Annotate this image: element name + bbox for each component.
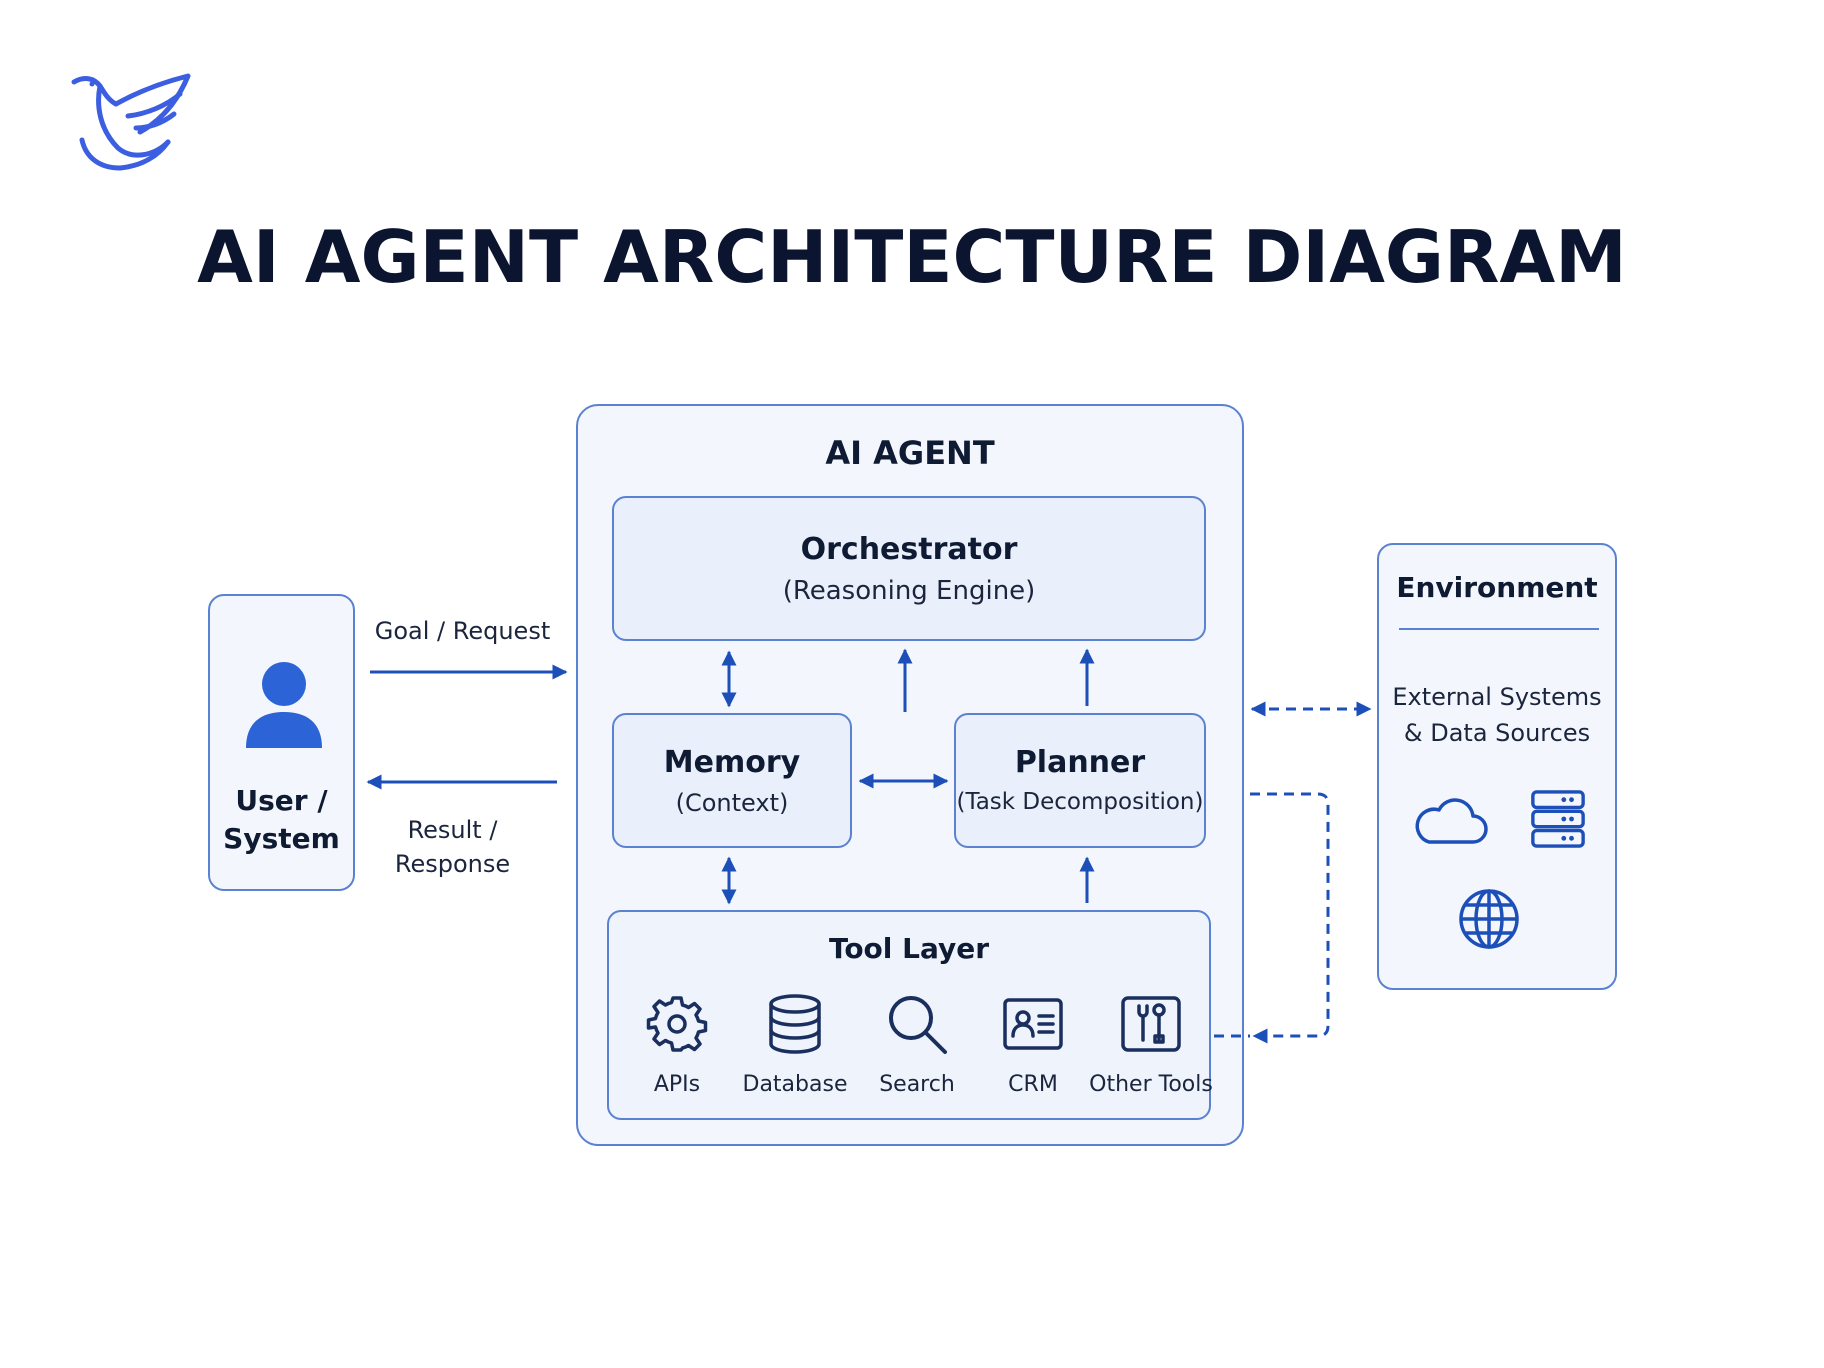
- environment-tool-dashed-arrow: [1250, 792, 1330, 1044]
- orchestrator-subtitle: (Reasoning Engine): [782, 576, 1036, 606]
- orchestrator-title: Orchestrator: [800, 532, 1018, 567]
- environment-title: Environment: [1396, 571, 1598, 604]
- result-response-label-line2: Response: [394, 850, 511, 878]
- planner-subtitle: (Task Decomposition): [956, 789, 1204, 815]
- memory-box: Memory (Context): [612, 713, 852, 848]
- tool-layer-title: Tool Layer: [828, 932, 990, 965]
- globe-icon: [1459, 889, 1519, 949]
- user-system-box: User / System: [208, 594, 355, 891]
- cloud-icon: [1415, 798, 1488, 844]
- orchestrator-box: Orchestrator (Reasoning Engine): [612, 496, 1206, 641]
- memory-title: Memory: [663, 745, 801, 780]
- user-label-line2: System: [223, 822, 340, 855]
- environment-line2: & Data Sources: [1403, 719, 1591, 747]
- environment-box: Environment External Systems & Data Sour…: [1377, 543, 1617, 990]
- gear-icon: [646, 996, 708, 1052]
- ai-agent-title: AI AGENT: [825, 434, 995, 472]
- page-title: AI AGENT ARCHITECTURE DIAGRAM: [197, 215, 1627, 299]
- database-icon: [769, 994, 821, 1054]
- environment-line1: External Systems: [1392, 683, 1602, 711]
- environment-divider: [1399, 628, 1599, 630]
- user-label-line1: User /: [235, 784, 328, 817]
- planner-box: Planner (Task Decomposition): [954, 713, 1206, 848]
- planner-title: Planner: [1014, 745, 1146, 780]
- contact-card-icon: [1003, 998, 1063, 1050]
- memory-subtitle: (Context): [675, 789, 789, 817]
- tool-label-other-tools: Other Tools: [1089, 1072, 1213, 1097]
- tool-label-apis: APIs: [653, 1072, 701, 1097]
- goal-request-label: Goal / Request: [374, 617, 551, 645]
- tool-label-crm: CRM: [1008, 1072, 1058, 1097]
- user-icon: [246, 662, 322, 748]
- tool-label-database: Database: [742, 1072, 848, 1097]
- tool-layer-box: Tool Layer APIs Database Search: [607, 910, 1213, 1120]
- server-icon: [1531, 790, 1585, 848]
- search-icon: [889, 996, 947, 1054]
- result-response-label-line1: Result /: [407, 816, 498, 844]
- tool-label-search: Search: [879, 1072, 955, 1097]
- bird-logo: [71, 73, 191, 171]
- toolbox-icon: [1121, 996, 1181, 1052]
